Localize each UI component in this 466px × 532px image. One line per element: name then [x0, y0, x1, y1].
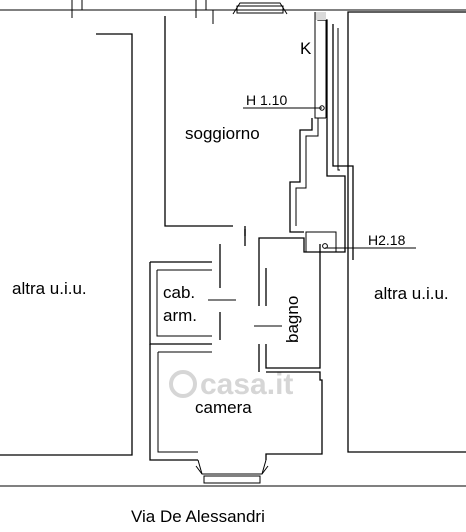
closet-label-line1: cab. [163, 283, 195, 302]
kitchen-duct [289, 12, 327, 233]
height-label-lower: H2.18 [368, 232, 406, 248]
bathroom-room [254, 244, 321, 372]
left-neighbor-label: altra u.i.u. [12, 279, 87, 298]
height-label-upper: H 1.10 [246, 92, 287, 108]
watermark-text: casa.it [200, 368, 293, 401]
closet-label-line2: arm. [163, 306, 197, 325]
top-window [232, 2, 288, 15]
bedroom-label: camera [195, 398, 252, 417]
bathroom-label: bagno [283, 296, 302, 343]
left-neighbor-wall [0, 33, 133, 456]
bottom-window [195, 459, 269, 484]
height-marker-upper: H 1.10 [243, 92, 325, 111]
right-duct [332, 24, 354, 260]
watermark-logo-icon [169, 370, 197, 398]
top-wall-marks [0, 0, 466, 24]
bedroom-room [149, 344, 323, 461]
street-label: Via De Alessandri [131, 507, 265, 526]
kitchen-label: K [300, 39, 312, 58]
right-neighbor-label: altra u.i.u. [374, 284, 449, 303]
right-neighbor-wall [347, 11, 466, 453]
watermark: casa.it [169, 368, 293, 401]
living-room-label: soggiorno [185, 124, 260, 143]
duct-box [305, 231, 337, 253]
height-marker-lower: H2.18 [322, 232, 416, 249]
